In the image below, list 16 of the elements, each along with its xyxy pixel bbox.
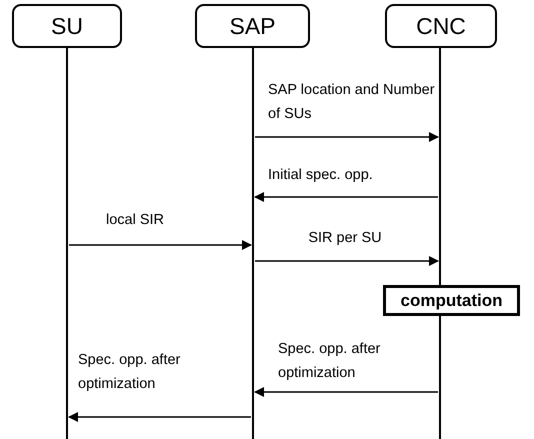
message-label: SIR per SU	[307, 229, 383, 248]
message-label: Initial spec. opp.	[268, 166, 374, 185]
message-arrow	[255, 132, 439, 142]
participant-box: CNC	[385, 4, 497, 48]
message-arrow	[254, 192, 438, 202]
message-arrow	[68, 412, 251, 422]
message-label: Spec. opp. after optimization	[78, 351, 182, 394]
message-arrow	[254, 387, 438, 397]
message-arrow	[69, 240, 252, 250]
message-label: local SIR	[104, 211, 166, 230]
participant-box: SAP	[195, 4, 310, 48]
message-label: SAP location and Number of SUs	[268, 81, 436, 124]
activity-box: computation	[383, 285, 520, 316]
message-label: Spec. opp. after optimization	[278, 340, 382, 383]
message-arrow	[255, 256, 439, 266]
participant-box: SU	[12, 4, 122, 48]
